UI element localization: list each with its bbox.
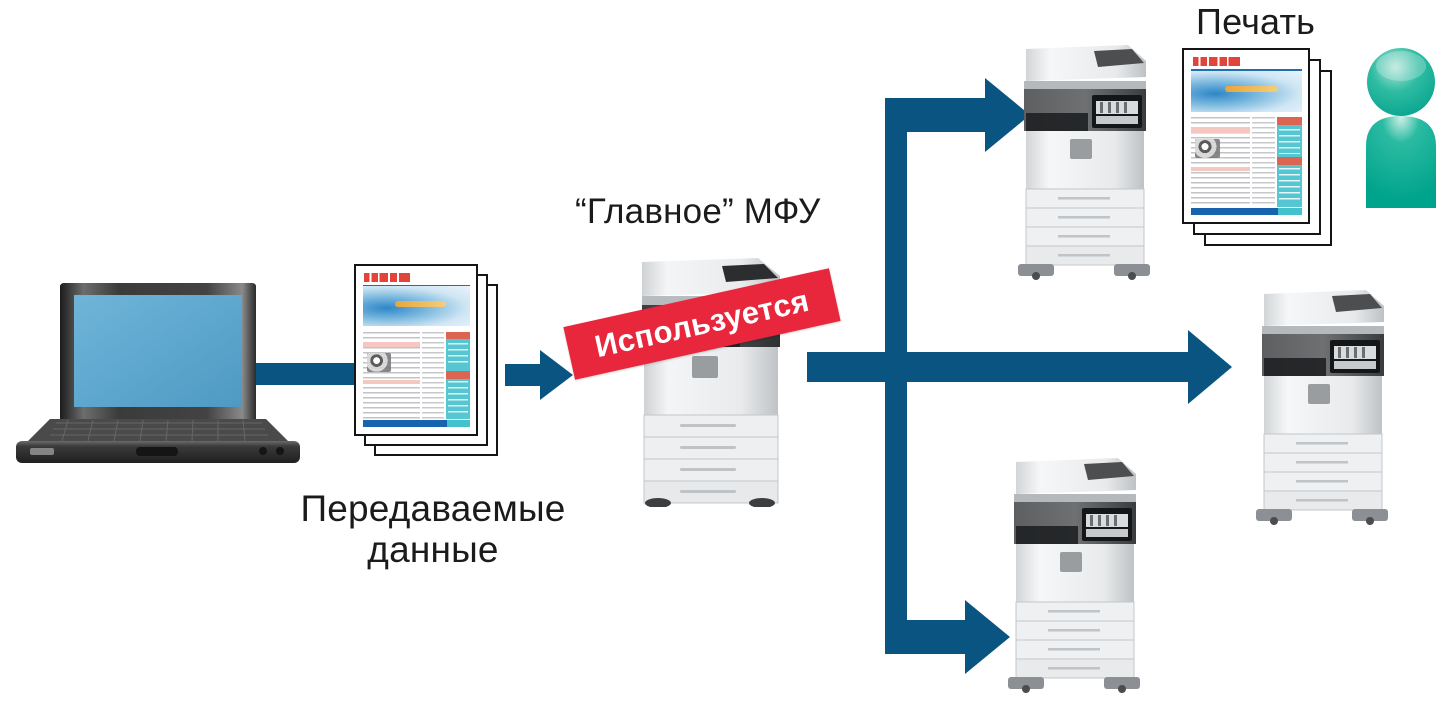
label-print: Печать [1196,1,1316,42]
mfp-paper-drawers [1015,601,1135,679]
mfp-output-slot [1264,358,1326,376]
mfp-foot-right [749,498,775,508]
label-transmitted-data: Передаваемые данные [300,488,566,571]
mfp-output-slot [1026,113,1088,131]
mfp-scanner-seam [1024,81,1146,89]
mfp-stand-right [1114,264,1150,276]
document-highlight-band-1 [1191,127,1250,133]
arrow-documents-to-main-mfp [505,350,573,400]
mfp-foot-left [645,498,671,508]
label-main-mfp: “Главное” МФУ [575,192,821,231]
document-highlight-band-1 [363,341,420,347]
transmitted-document-stack [350,262,510,467]
mfp-stand-left [1018,264,1054,276]
mfp-feeder-tray [722,264,778,282]
mfp-brand-plate [692,356,718,378]
laptop [8,283,308,463]
laptop-indicator [30,448,54,455]
document-body-text-mid [1252,117,1275,207]
mfp-caster-right [1366,517,1374,525]
document-inline-photo [1195,139,1220,159]
document-side-column [1277,117,1302,207]
user-person-icon [1358,38,1444,208]
document-footer-bar-teal [447,420,470,428]
mfp-stand-left [1008,677,1044,689]
document-highlight-band-2 [1191,166,1250,172]
arrow-branch-to-top-mfp [885,78,1030,152]
document-sharp-logo [1192,56,1240,67]
mfp-paper-drawers [1263,433,1383,511]
laptop-port-right [276,447,284,455]
document-body-text-mid [422,331,444,419]
mfp-stand-right [1104,677,1140,689]
mfp-caster-left [1032,272,1040,280]
document-side-column [446,331,470,419]
printed-output-stack [1178,48,1348,253]
person-body [1366,116,1436,208]
mfp-middle-right [1248,280,1396,525]
mfp-scanner-seam [1014,494,1136,502]
arrow-branch-to-bottom-mfp [885,600,1010,674]
mfp-caster-right [1118,685,1126,693]
laptop-port-left [259,447,267,455]
mfp-paper-drawers [1025,188,1145,266]
laptop-trackpad [136,447,178,456]
mfp-feeder-tray [1084,462,1134,480]
mfp-control-panel-keys [1334,346,1376,369]
arrow-branch-to-middle-mfp [807,330,1232,404]
mfp-caster-left [1270,517,1278,525]
mfp-brand-plate [1070,139,1092,159]
document-footer-bar [363,420,448,428]
mfp-brand-plate [1060,552,1082,572]
mfp-stand-left [1256,509,1292,521]
mfp-stand-right [1352,509,1388,521]
arrow-branch-trunk-vertical [885,98,907,650]
laptop-screen [74,295,242,407]
person-head-highlight [1376,51,1426,81]
mfp-scanner-seam [1262,326,1384,334]
document-hero-image [1191,70,1302,112]
document-footer-bar-teal [1278,207,1302,216]
document-hero-image [363,286,470,327]
document-sheet-front [354,264,478,436]
mfp-control-panel-keys [1086,514,1128,537]
document-sharp-logo [364,272,410,282]
mfp-caster-right [1128,272,1136,280]
mfp-feeder-tray [1332,294,1382,312]
printed-sheet-front [1182,48,1310,224]
document-inline-photo [366,353,391,372]
mfp-paper-drawers [643,414,779,504]
mfp-bottom-right [1000,448,1148,693]
document-highlight-band-2 [363,380,420,385]
mfp-brand-plate [1308,384,1330,404]
mfp-feeder-tray [1094,49,1144,67]
person-head [1367,48,1435,116]
mfp-control-panel-keys [1096,101,1138,124]
document-footer-bar [1191,207,1279,216]
mfp-caster-left [1022,685,1030,693]
laptop-keyboard-keys [50,419,268,442]
mfp-top-right [1010,35,1158,280]
mfp-output-slot [1016,526,1078,544]
